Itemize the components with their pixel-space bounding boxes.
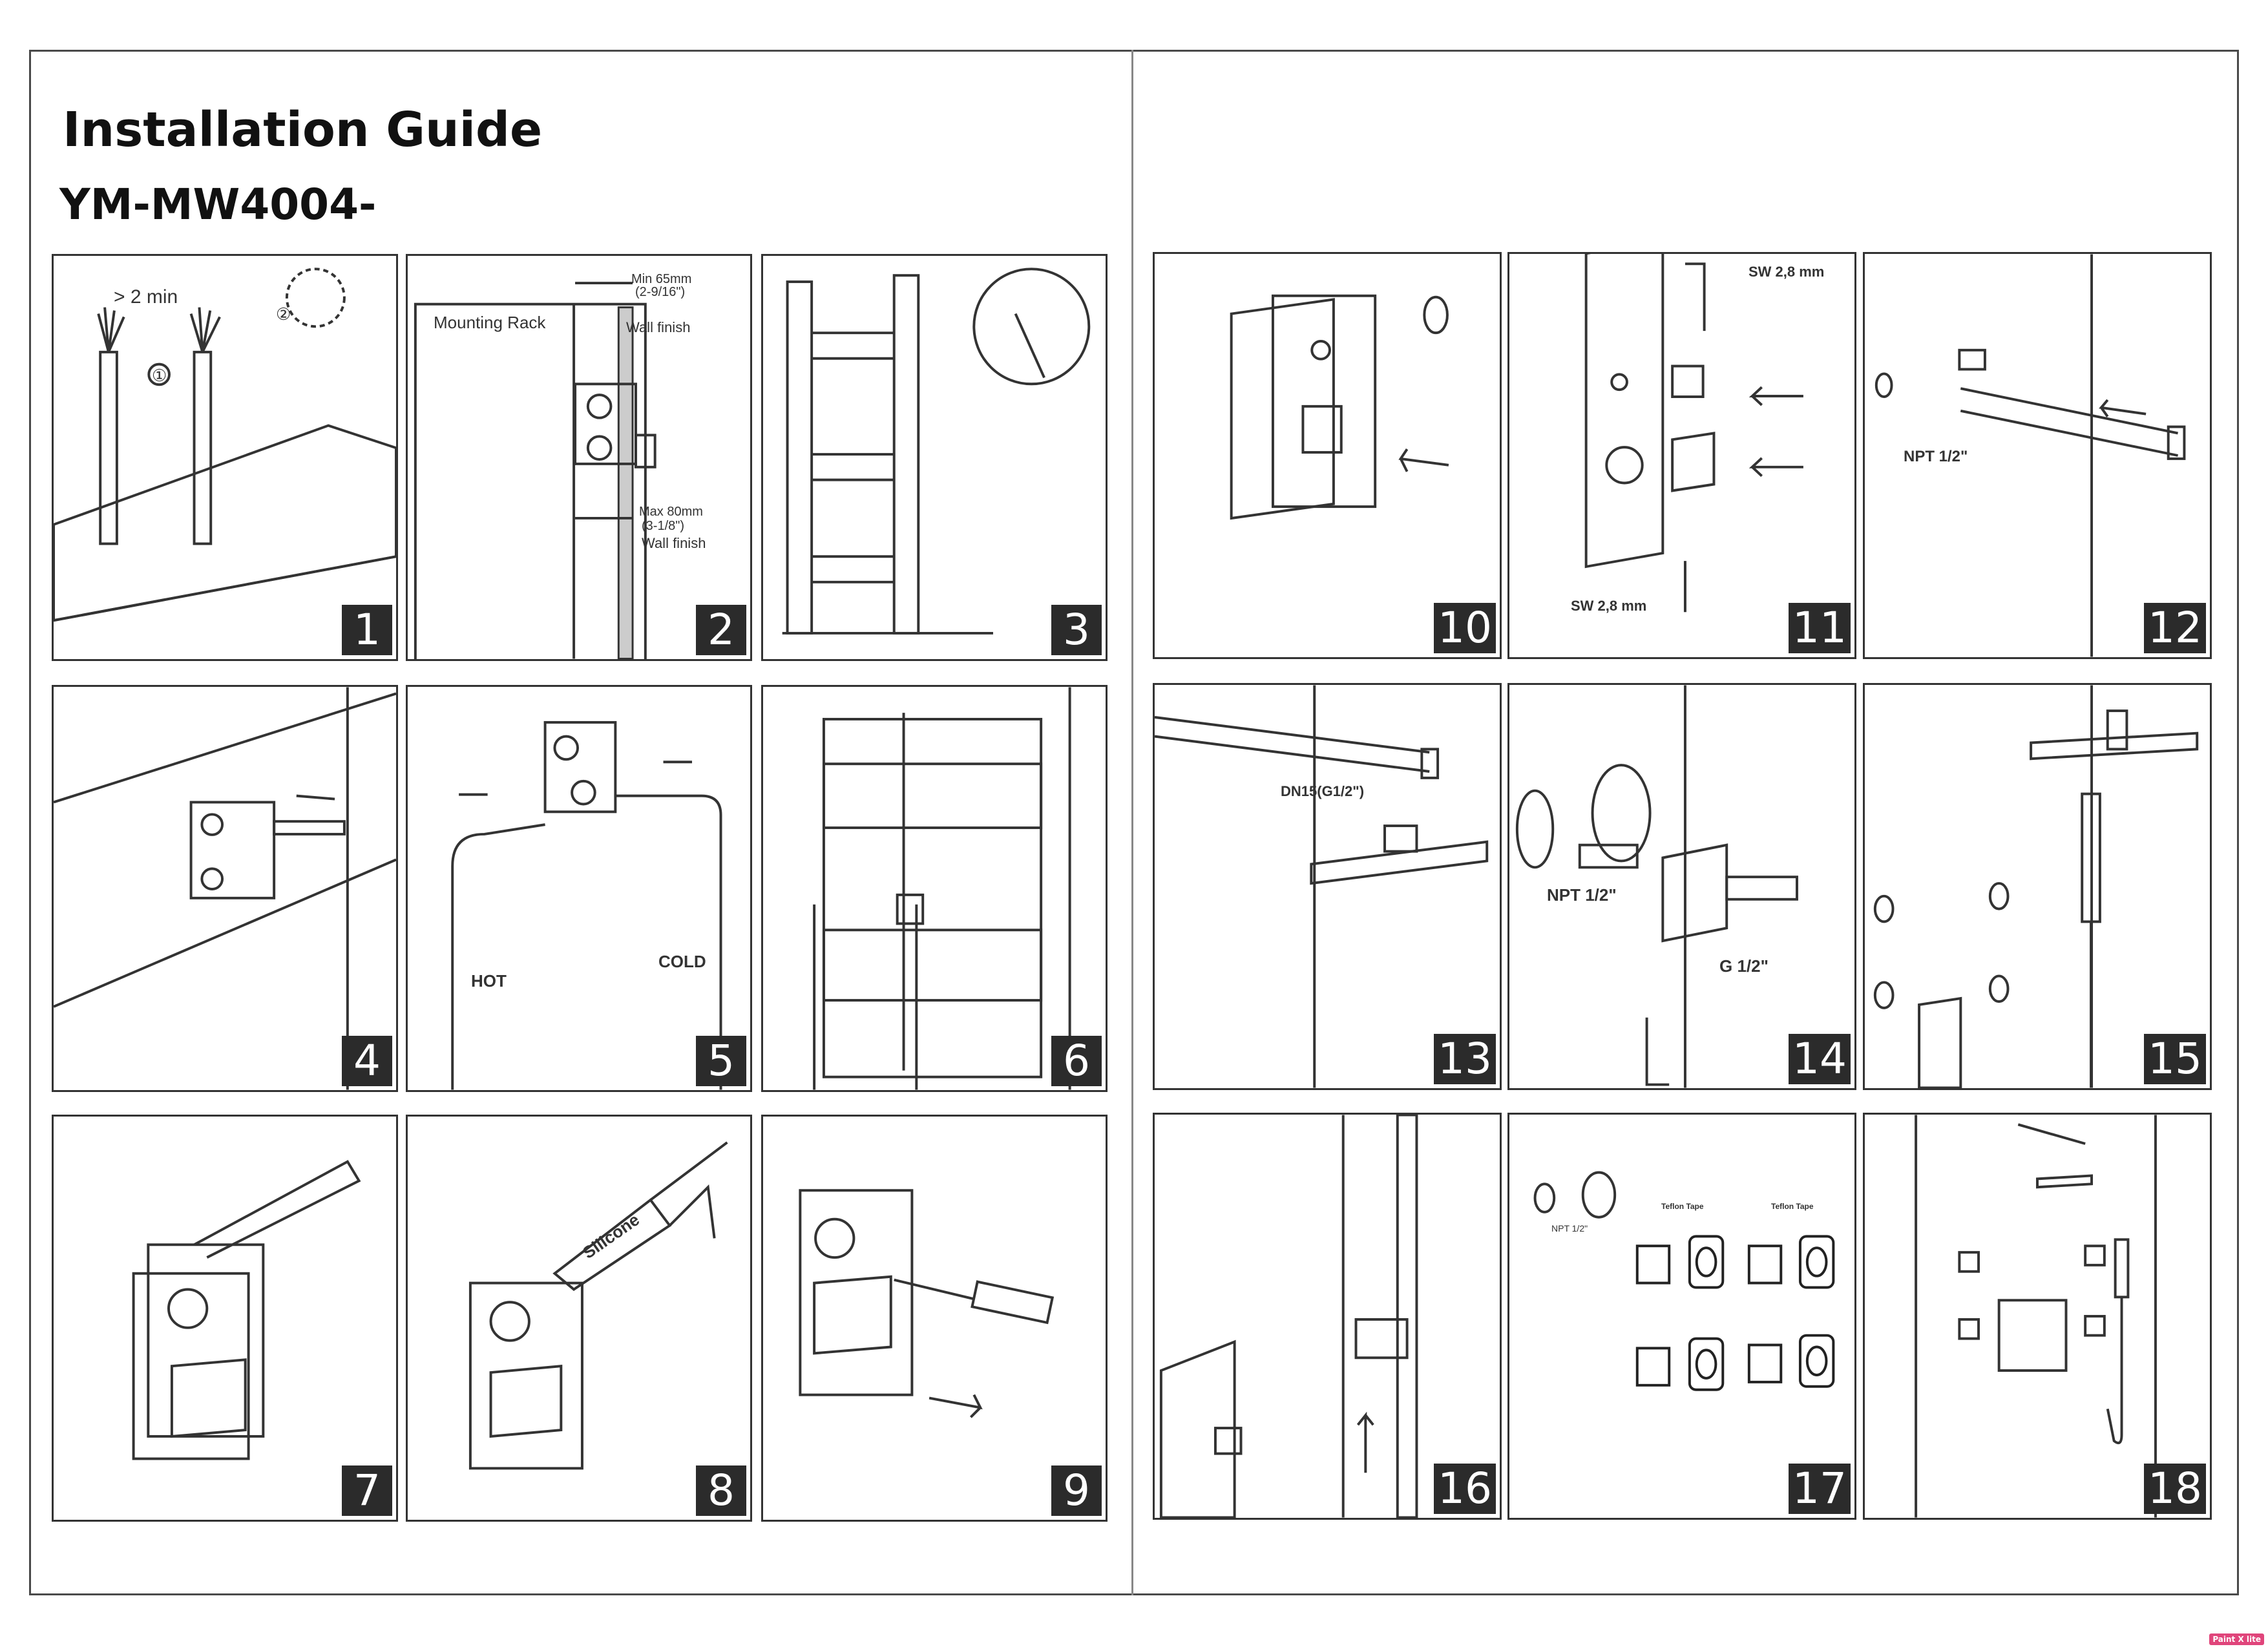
- step-15-number: 15: [2144, 1034, 2206, 1084]
- step-14-panel: NPT 1/2" G 1/2" 14: [1507, 683, 1856, 1090]
- step-4-panel: 4: [52, 685, 398, 1092]
- step-12-illustration: [1874, 254, 2186, 657]
- step-17-npt-label: NPT 1/2": [1551, 1223, 1588, 1234]
- step-1-panel: > 2 min ① ② 1: [52, 254, 398, 661]
- step-2-panel: Min 65mm (2-9/16") Mounting Rack Wall fi…: [406, 254, 752, 661]
- step-13-illustration: [1155, 685, 1489, 1088]
- step-14-npt-label: NPT 1/2": [1547, 885, 1617, 905]
- step-2-wall-finish-bottom: Wall finish: [642, 535, 706, 551]
- step-1-label-time: > 2 min: [114, 286, 178, 308]
- step-6-illustration: [813, 687, 1071, 1090]
- step-3-number: 3: [1051, 605, 1102, 655]
- step-14-number: 14: [1789, 1034, 1851, 1084]
- step-10-number: 10: [1434, 603, 1496, 653]
- step-1-label-circle-1: ①: [152, 366, 167, 385]
- step-5-cold-label: COLD: [658, 952, 706, 971]
- step-8-number: 8: [696, 1465, 746, 1516]
- step-9-panel: 9: [761, 1115, 1108, 1522]
- step-6-number: 6: [1051, 1036, 1102, 1086]
- step-17-teflon-label-2: Teflon Tape: [1771, 1202, 1814, 1211]
- step-15-panel: 15: [1863, 683, 2212, 1090]
- step-5-illustration: [451, 720, 722, 1090]
- step-2-wall-finish-top: Wall finish: [626, 319, 691, 335]
- step-18-illustration: [1915, 1115, 2157, 1518]
- step-16-number: 16: [1434, 1464, 1496, 1514]
- step-3-illustration: [782, 268, 1091, 635]
- step-17-panel: NPT 1/2" Teflon Tape Teflon Tape 17: [1507, 1113, 1856, 1520]
- step-9-number: 9: [1051, 1465, 1102, 1516]
- step-18-number: 18: [2144, 1464, 2206, 1514]
- step-1-label-circle-2: ②: [276, 304, 291, 324]
- step-1-number: 1: [342, 605, 392, 655]
- step-17-illustration: [1533, 1171, 1835, 1391]
- step-1-illustration: [54, 268, 396, 622]
- step-8-panel: Silicone 8: [406, 1115, 752, 1522]
- step-12-thread-label: NPT 1/2": [1904, 448, 1968, 465]
- step-10-illustration: [1230, 294, 1449, 520]
- step-17-number: 17: [1789, 1464, 1851, 1514]
- step-17-teflon-label-1: Teflon Tape: [1661, 1202, 1704, 1211]
- step-9-illustration: [799, 1189, 1055, 1418]
- step-18-panel: 18: [1863, 1113, 2212, 1520]
- step-6-panel: 6: [761, 685, 1108, 1092]
- step-2-max-dimension: Max 80mm: [639, 505, 703, 519]
- step-8-illustration: [468, 1141, 728, 1470]
- step-3-panel: 3: [761, 254, 1108, 661]
- step-2-min-inches: (2-9/16"): [635, 285, 686, 299]
- page-fold: [1131, 50, 1133, 1595]
- step-2-max-inches: (3-1/8"): [642, 519, 685, 533]
- step-10-panel: 10: [1153, 252, 1502, 659]
- step-5-panel: HOT COLD 5: [406, 685, 752, 1092]
- step-4-illustration: [54, 687, 396, 1090]
- model-number: YM-MW4004-: [59, 180, 377, 229]
- step-2-mounting-rack: Mounting Rack: [434, 313, 546, 332]
- step-7-number: 7: [342, 1465, 392, 1516]
- step-11-illustration: [1584, 254, 1803, 613]
- step-11-number: 11: [1789, 603, 1851, 653]
- app-watermark-badge: Paint X lite: [2209, 1633, 2264, 1645]
- step-16-illustration: [1159, 1115, 1418, 1518]
- step-4-number: 4: [342, 1036, 392, 1086]
- step-13-thread-label: DN15(G1/2"): [1281, 783, 1365, 799]
- step-12-panel: NPT 1/2" 12: [1863, 252, 2212, 659]
- manual-sheet: [29, 50, 2239, 1595]
- step-2-min-dimension: Min 65mm: [631, 272, 692, 286]
- step-12-number: 12: [2144, 603, 2206, 653]
- step-7-panel: 7: [52, 1115, 398, 1522]
- step-2-number: 2: [696, 605, 746, 655]
- step-15-illustration: [1873, 685, 2199, 1088]
- step-11-panel: SW 2,8 mm SW 2,8 mm 11: [1507, 252, 1856, 659]
- step-13-number: 13: [1434, 1034, 1496, 1084]
- step-5-number: 5: [696, 1036, 746, 1086]
- step-16-panel: 16: [1153, 1113, 1502, 1520]
- step-14-illustration: [1515, 685, 1798, 1088]
- step-5-hot-label: HOT: [471, 971, 507, 991]
- step-11-bottom-size: SW 2,8 mm: [1571, 598, 1647, 614]
- step-2-illustration: [414, 282, 656, 659]
- step-7-illustration: [132, 1160, 361, 1460]
- step-11-top-size: SW 2,8 mm: [1748, 264, 1825, 280]
- document-title: Installation Guide: [63, 102, 543, 158]
- step-14-g-label: G 1/2": [1719, 956, 1769, 976]
- step-13-panel: DN15(G1/2") 13: [1153, 683, 1502, 1090]
